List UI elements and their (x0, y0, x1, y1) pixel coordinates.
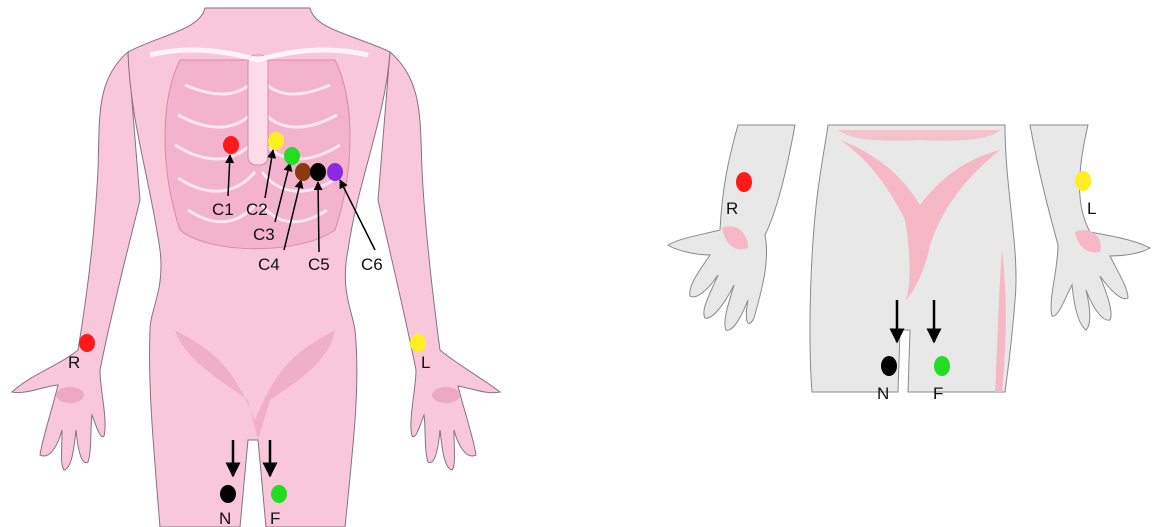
label-c3: C3 (253, 225, 275, 244)
label-f: F (270, 509, 280, 527)
left-palm-shading (432, 387, 460, 403)
electrode-c4 (295, 163, 311, 181)
right-arm (12, 52, 140, 470)
electrode-f (271, 485, 287, 503)
label-f-right: F (933, 384, 943, 403)
right-palm-shading (56, 387, 84, 403)
electrode-c3 (284, 147, 300, 165)
electrode-n-right (881, 356, 897, 376)
label-c4: C4 (258, 255, 280, 274)
electrode-l (410, 334, 426, 352)
electrode-f-right (934, 356, 950, 376)
electrode-n (220, 485, 236, 503)
left-arm (378, 52, 500, 470)
electrode-c1 (223, 136, 239, 154)
label-r-right: R (726, 199, 738, 218)
label-c2: C2 (246, 200, 268, 219)
electrode-c2 (268, 132, 284, 150)
sternum (248, 55, 268, 165)
label-c6: C6 (361, 255, 383, 274)
label-n: N (219, 509, 231, 527)
label-c1: C1 (212, 200, 234, 219)
lower-body-figure (668, 125, 1150, 392)
electrode-c5 (310, 163, 326, 181)
left-hand (1030, 125, 1150, 330)
electrode-l-right (1075, 171, 1091, 191)
torso-figure (12, 8, 500, 527)
label-r: R (68, 353, 80, 372)
electrode-c6 (327, 163, 343, 181)
label-n-right: N (877, 384, 889, 403)
label-l: L (421, 353, 430, 372)
label-l-right: L (1087, 199, 1096, 218)
electrode-r-right (736, 172, 752, 192)
label-c5: C5 (308, 255, 330, 274)
electrode-r (79, 334, 95, 352)
